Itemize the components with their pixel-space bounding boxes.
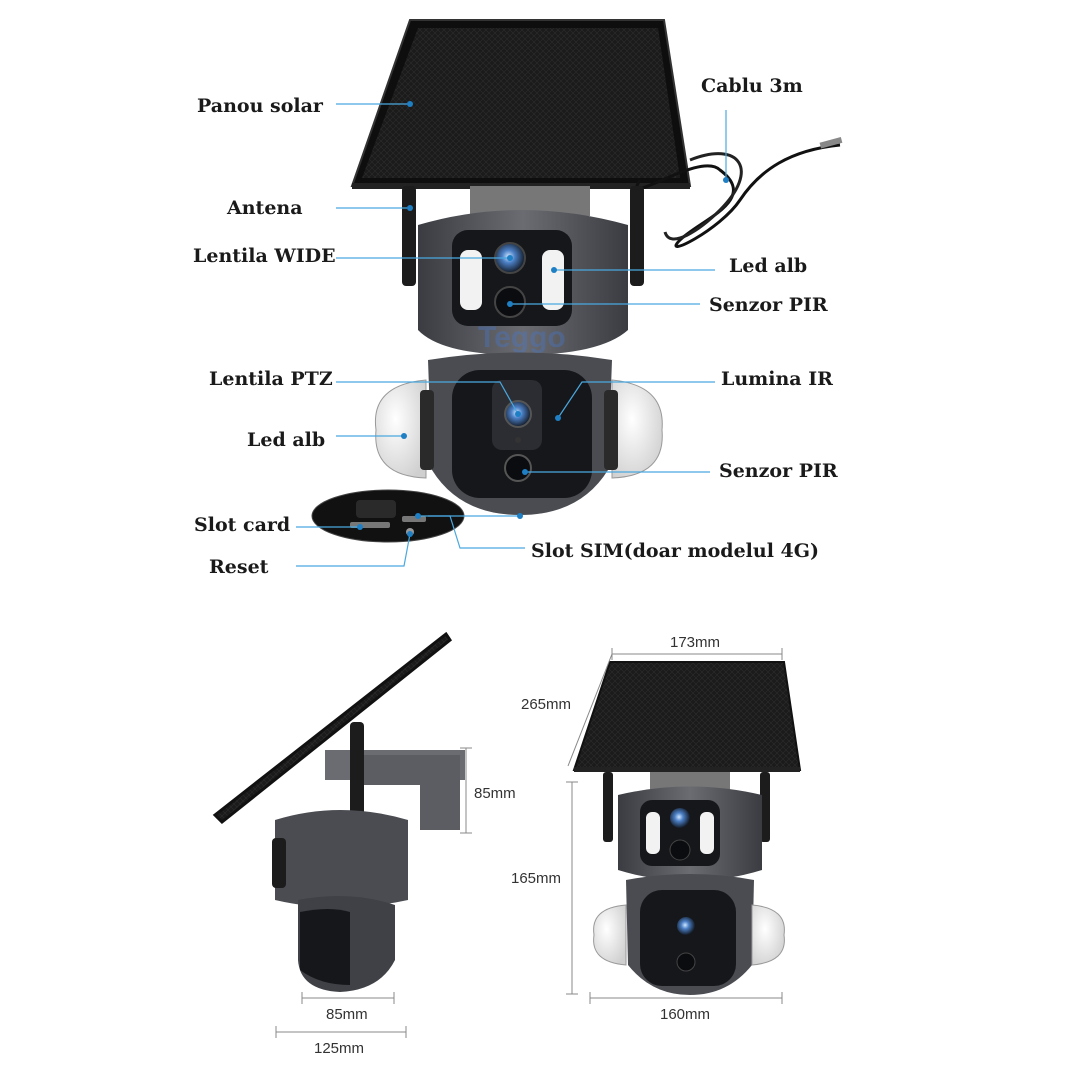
- cable: [635, 143, 841, 248]
- pir-sensor-bottom: [504, 454, 532, 482]
- label-card-slot: Slot card: [194, 514, 291, 536]
- main-camera-illustration: Teggo: [311, 19, 843, 543]
- led-light-right: [542, 250, 564, 310]
- label-wide-lens: Lentila WIDE: [193, 245, 336, 267]
- label-ir-light: Lumina IR: [721, 368, 833, 390]
- led-side-right: [611, 379, 663, 479]
- antenna-right: [630, 186, 644, 286]
- front-view-dimension-lines: [566, 648, 783, 1004]
- label-pir-top: Senzor PIR: [709, 294, 828, 316]
- side-view-illustration: [212, 631, 465, 992]
- dim-bracket-depth: 125mm: [314, 1040, 365, 1057]
- callout-lines: [296, 103, 727, 567]
- label-led-top: Led alb: [729, 255, 808, 277]
- label-solar-panel: Panou solar: [197, 95, 323, 117]
- label-cable: Cablu 3m: [701, 75, 803, 97]
- dim-panel-width: 173mm: [670, 634, 721, 651]
- dim-camera-width: 160mm: [660, 1006, 711, 1023]
- side-view-dimension-lines: [275, 747, 472, 1038]
- label-sim-slot: Slot SIM(doar modelul 4G): [531, 540, 819, 562]
- dim-panel-height: 265mm: [521, 696, 572, 713]
- sim-slot: [402, 516, 426, 522]
- label-led-side: Led alb: [247, 429, 326, 451]
- callout-dots: [357, 101, 729, 537]
- watermark-teggo: Teggo: [478, 321, 566, 354]
- label-ptz-lens: Lentila PTZ: [209, 368, 333, 390]
- dim-bracket-height: 85mm: [474, 785, 516, 802]
- dim-camera-height: 165mm: [511, 870, 562, 887]
- dim-base-width: 85mm: [326, 1006, 368, 1023]
- label-pir-bottom: Senzor PIR: [719, 460, 838, 482]
- led-light-left: [460, 250, 482, 310]
- led-side-left: [374, 379, 427, 479]
- label-reset: Reset: [209, 556, 269, 578]
- front-view-illustration: [572, 661, 802, 995]
- antenna-left: [402, 186, 416, 286]
- label-antenna: Antena: [227, 197, 303, 219]
